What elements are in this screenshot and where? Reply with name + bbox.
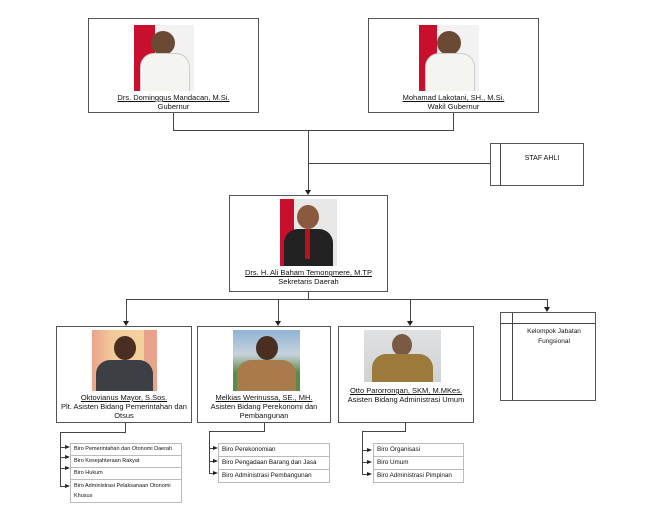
assistant-title: Asisten Bidang Perekonomi dan Pembanguna…: [210, 402, 318, 420]
staff-label: STAF AHLI: [524, 155, 560, 162]
connector: [60, 432, 126, 433]
bureau-item: Biro Perekonomian: [219, 444, 329, 457]
vice-governor-box: Mohamad Lakotani, SH., M.Si. Wakil Guber…: [368, 18, 539, 113]
assistant-box: Melkias Werinussa, SE., MH. Asisten Bida…: [197, 326, 331, 423]
connector: [126, 299, 548, 300]
connector: [547, 299, 548, 307]
connector: [308, 292, 309, 299]
connector: [209, 473, 215, 474]
connector: [410, 299, 411, 321]
governor-title: Gubernur: [157, 102, 190, 111]
secretary-name: Drs. H. Ali Baham Temongmere, M.TP: [245, 268, 372, 277]
arrow-down-icon: [123, 321, 129, 326]
arrow-right-icon: [65, 445, 70, 449]
bureau-item: Biro Hukum: [71, 468, 181, 480]
bureau-item: Biro Administrasi Pembangunan: [222, 472, 312, 479]
connector: [308, 163, 490, 164]
bureau-item: Biro Pengadaan Barang dan Jasa: [219, 457, 329, 470]
connector: [405, 423, 406, 431]
divider: [500, 144, 501, 185]
connector: [125, 423, 126, 432]
bureau-item: Biro Umum: [374, 457, 463, 470]
connector: [362, 450, 368, 451]
divider: [501, 323, 595, 324]
assistant-box: Otto Parorrongan, SKM, M.MKes. Asisten B…: [338, 326, 474, 423]
connector: [173, 113, 174, 130]
governor-box: Drs. Dominggus Mandacan, M.Si. Gubernur: [88, 18, 259, 113]
connector: [60, 447, 66, 448]
arrow-right-icon: [213, 471, 218, 475]
connector: [362, 474, 368, 475]
arrow-right-icon: [65, 484, 70, 488]
arrow-right-icon: [367, 460, 372, 464]
bureau-item: Biro Organisasi: [374, 444, 463, 457]
connector: [362, 462, 368, 463]
connector: [126, 299, 127, 321]
connector: [60, 457, 66, 458]
assistant-photo: [364, 330, 441, 382]
arrow-right-icon: [367, 472, 372, 476]
bureau-list: Biro Perekonomian Biro Pengadaan Barang …: [218, 443, 330, 483]
assistant-photo: [233, 330, 300, 391]
connector: [209, 431, 265, 432]
connector: [209, 431, 210, 474]
arrow-right-icon: [213, 446, 218, 450]
connector: [362, 431, 406, 432]
bureau-item: Biro Kesejahteraan Rakyat: [71, 456, 181, 468]
vice-governor-photo: [419, 25, 479, 91]
assistant-name: Oktovianus Mayor, S.Sos.: [80, 393, 168, 402]
arrow-right-icon: [213, 459, 218, 463]
connector: [453, 113, 454, 130]
bureau-list: Biro Pemerintahan dan Otonomi Daerah Bir…: [70, 443, 182, 503]
assistant-photo: [92, 330, 157, 391]
connector: [209, 448, 215, 449]
functional-box: Kelompok Jabatan Fungsional: [500, 312, 596, 401]
assistant-box: Oktovianus Mayor, S.Sos. Plt. Asisten Bi…: [56, 326, 192, 423]
bureau-item: Biro Administrasi Pelaksanaan Otonomi Kh…: [74, 483, 171, 499]
governor-name: Drs. Dominggus Mandacan, M.Si.: [117, 93, 230, 102]
connector: [308, 130, 309, 190]
connector: [60, 486, 66, 487]
vice-governor-title: Wakil Gubernur: [427, 102, 480, 111]
assistant-name: Melkias Werinussa, SE., MH.: [215, 393, 313, 402]
secretary-photo: [280, 199, 337, 266]
assistant-name: Otto Parorrongan, SKM, M.MKes.: [349, 386, 463, 395]
connector: [362, 431, 363, 474]
arrow-right-icon: [65, 466, 70, 470]
arrow-down-icon: [305, 190, 311, 195]
functional-label: Kelompok Jabatan Fungsional: [527, 328, 581, 345]
connector: [60, 432, 61, 487]
secretary-title: Sekretaris Daerah: [278, 277, 339, 286]
connector: [209, 461, 215, 462]
vice-governor-name: Mohamad Lakotani, SH., M.Si.: [402, 93, 505, 102]
bureau-item: Biro Pemerintahan dan Otonomi Daerah: [71, 444, 181, 456]
bureau-list: Biro Organisasi Biro Umum Biro Administr…: [373, 443, 464, 483]
arrow-down-icon: [544, 307, 550, 312]
staff-box: STAF AHLI: [490, 143, 584, 186]
secretary-box: Drs. H. Ali Baham Temongmere, M.TP Sekre…: [229, 195, 388, 292]
arrow-down-icon: [275, 321, 281, 326]
assistant-title: Plt. Asisten Bidang Pemerintahan dan Ots…: [61, 402, 187, 420]
connector: [278, 299, 279, 321]
governor-photo: [134, 25, 194, 91]
arrow-right-icon: [65, 455, 70, 459]
connector: [60, 468, 66, 469]
connector: [264, 423, 265, 431]
arrow-down-icon: [407, 321, 413, 326]
bureau-item: Biro Administrasi Pimpinan: [377, 472, 452, 479]
connector: [173, 130, 454, 131]
divider: [512, 313, 513, 400]
assistant-title: Asisten Bidang Administrasi Umum: [347, 395, 465, 404]
arrow-right-icon: [367, 448, 372, 452]
